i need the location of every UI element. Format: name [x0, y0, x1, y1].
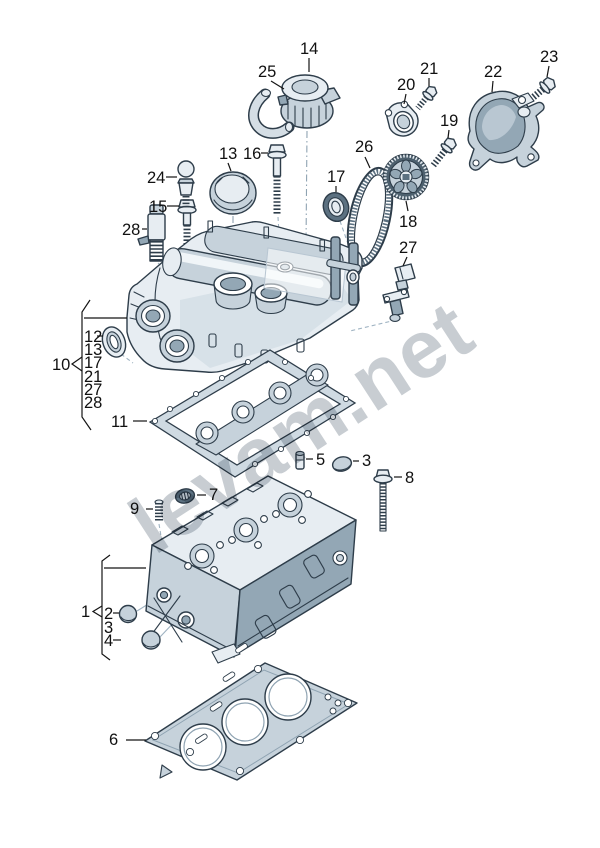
- camshaft-housing: [126, 220, 363, 374]
- bracket-cylinder-head: [91, 554, 146, 661]
- callout-3b[interactable]: 3: [104, 619, 113, 637]
- camshaft-position-sensor: [382, 263, 416, 322]
- cylinder-head-bolt-8: [373, 469, 393, 532]
- callout-3[interactable]: 3: [362, 452, 371, 470]
- callout-14[interactable]: 14: [300, 40, 318, 58]
- dowel-sleeve-5: [295, 450, 305, 470]
- callout-25[interactable]: 25: [258, 63, 276, 81]
- callout-9[interactable]: 9: [130, 500, 139, 518]
- callout-7[interactable]: 7: [209, 486, 218, 504]
- callout-24[interactable]: 24: [147, 169, 165, 187]
- callout-21b[interactable]: 21: [84, 368, 102, 386]
- callout-5[interactable]: 5: [316, 451, 325, 469]
- bracket-seal-kit: [70, 299, 127, 431]
- callout-20[interactable]: 20: [397, 76, 415, 94]
- callout-13b[interactable]: 13: [84, 341, 102, 359]
- callout-1[interactable]: 1: [81, 603, 90, 621]
- seal-ring-12: [101, 326, 127, 358]
- callout-28[interactable]: 28: [122, 221, 140, 239]
- callout-27b[interactable]: 27: [84, 381, 102, 399]
- callout-28b[interactable]: 28: [84, 394, 102, 412]
- sealing-plug-2: [118, 604, 138, 624]
- camshaft-sprocket: [382, 153, 430, 201]
- callout-15[interactable]: 15: [149, 198, 167, 216]
- callout-26[interactable]: 26: [355, 138, 373, 156]
- ball-stud: [177, 160, 195, 209]
- callout-11[interactable]: 11: [111, 413, 128, 431]
- camshaft-seal: [322, 191, 350, 223]
- callout-12[interactable]: 12: [84, 328, 102, 346]
- callout-17b[interactable]: 17: [84, 354, 102, 372]
- callout-13[interactable]: 13: [219, 145, 237, 163]
- leader-lines: [97, 58, 550, 741]
- callout-22[interactable]: 22: [484, 63, 502, 81]
- callout-19[interactable]: 19: [440, 112, 458, 130]
- callout-23[interactable]: 23: [540, 48, 558, 66]
- callout-4[interactable]: 4: [104, 632, 113, 650]
- callout-6[interactable]: 6: [109, 731, 118, 749]
- flange-bolt-21: [415, 85, 438, 111]
- callout-16[interactable]: 16: [243, 145, 261, 163]
- stud-9: [154, 499, 164, 522]
- core-plug-7: [174, 488, 196, 504]
- callout-10[interactable]: 10: [52, 356, 70, 374]
- callout-21[interactable]: 21: [420, 60, 438, 78]
- housing-gasket: [148, 349, 357, 478]
- timing-belt-cover: [467, 90, 545, 171]
- camshaft-flange: [384, 100, 419, 137]
- cylinder-head-block: [145, 475, 357, 664]
- callout-17[interactable]: 17: [327, 168, 345, 186]
- callout-8[interactable]: 8: [405, 469, 414, 487]
- breather-hose: [248, 88, 295, 139]
- callout-2[interactable]: 2: [104, 605, 113, 623]
- sealing-cap-3: [331, 456, 353, 472]
- oil-filler-cap: [277, 74, 341, 129]
- cover-bolt-16: [267, 144, 287, 214]
- camshaft-housing-cap: [209, 171, 257, 215]
- control-valve: [137, 204, 166, 262]
- cylinder-head-gasket: [144, 643, 358, 781]
- sealing-plug-4: [141, 630, 161, 650]
- callout-18[interactable]: 18: [399, 213, 417, 231]
- callout-27[interactable]: 27: [399, 239, 417, 257]
- tensioner-bolt-19: [430, 137, 457, 168]
